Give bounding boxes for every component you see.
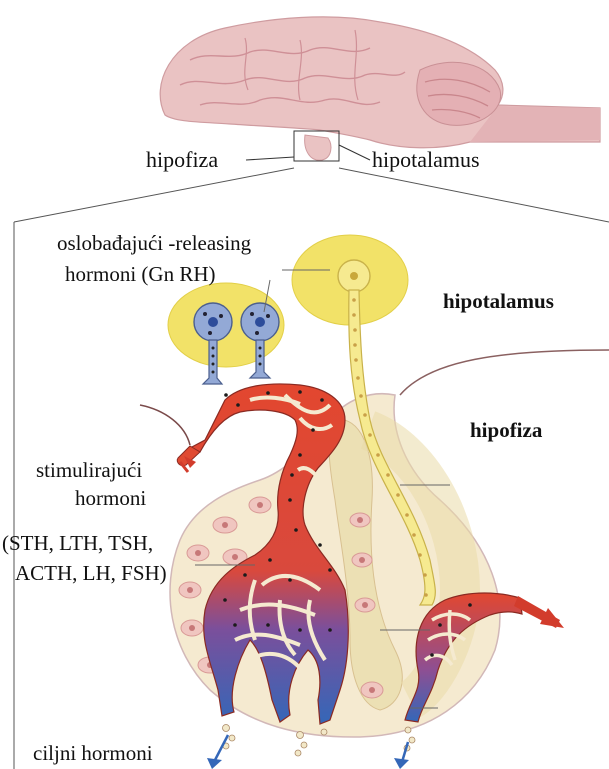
label-releasing-line2: hormoni (Gn RH): [65, 262, 216, 287]
label-target-hormones: ciljni hormoni: [33, 741, 153, 766]
label-stimulating-line2: hormoni: [75, 486, 146, 511]
hypothalamus-boundary-left: [140, 405, 190, 445]
label-stimulating-line3: (STH, LTH, TSH,: [2, 531, 153, 556]
label-hipofiza-top: hipofiza: [146, 147, 218, 173]
label-stimulating-line4: ACTH, LH, FSH): [15, 561, 167, 586]
label-hipofiza-region: hipofiza: [470, 418, 542, 443]
brain-illustration: [160, 17, 600, 161]
label-releasing-line1: oslobađajući -releasing: [57, 231, 251, 256]
label-hipotalamus-region: hipotalamus: [443, 289, 554, 314]
label-stimulating-line1: stimulirajući: [36, 458, 142, 483]
label-hipotalamus-top: hipotalamus: [372, 147, 480, 173]
hypothalamus-boundary-right: [400, 350, 609, 395]
